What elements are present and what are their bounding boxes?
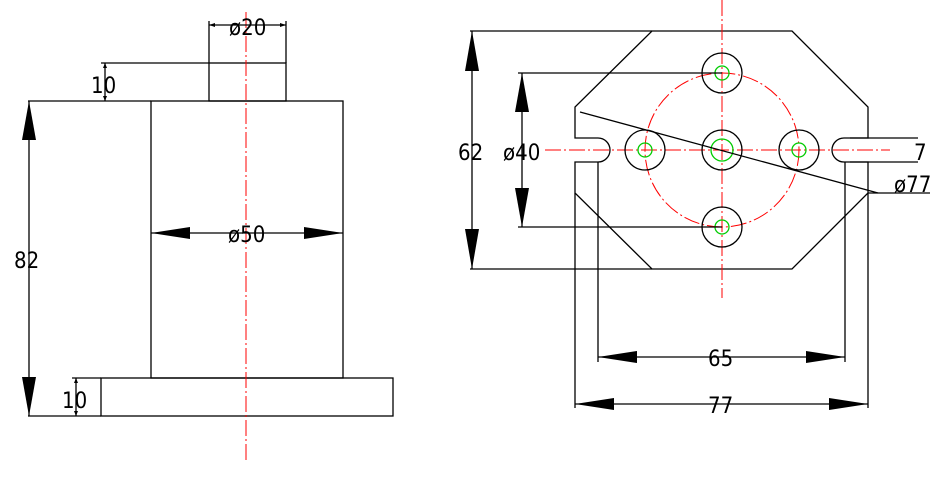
dim-body-diameter: ø50 <box>151 223 343 248</box>
top-view: 62 ø40 7 ø77 6 <box>458 0 931 419</box>
dim-diagonal: ø77 <box>579 111 931 198</box>
right-hole <box>791 142 807 158</box>
dim-bolt-circle: ø40 <box>503 72 722 228</box>
dim-slot-spacing: 65 <box>597 162 846 372</box>
left-hole <box>637 142 653 158</box>
dim-boss-diameter: ø20 <box>208 16 287 63</box>
dim-diagonal-label: ø77 <box>894 173 931 198</box>
dim-boss-height-label: 10 <box>91 74 116 99</box>
dim-base-height: 10 <box>62 377 101 416</box>
boss-outline <box>208 62 287 102</box>
dim-slot-spacing-label: 65 <box>708 347 733 372</box>
dim-slot-width-label: 7 <box>914 141 927 166</box>
dim-boss-diameter-label: ø20 <box>229 16 266 41</box>
dim-total-height: 82 <box>14 101 39 416</box>
center-hole <box>710 138 734 162</box>
dim-width: 77 <box>574 193 869 419</box>
dim-height-label: 62 <box>458 141 483 166</box>
base-plate-outline <box>100 377 394 417</box>
dim-total-height-label: 82 <box>14 249 39 274</box>
front-view: ø20 10 82 ø50 <box>14 12 394 460</box>
right-boss <box>778 129 820 171</box>
dim-bolt-circle-label: ø40 <box>503 141 540 166</box>
dim-boss-height: 10 <box>91 62 209 101</box>
plate-outline <box>574 30 869 270</box>
dim-height: 62 <box>458 30 652 270</box>
dim-body-diameter-label: ø50 <box>228 223 265 248</box>
dim-slot-width: 7 <box>850 137 927 166</box>
dim-width-label: 77 <box>708 394 733 419</box>
dim-base-height-label: 10 <box>62 389 87 414</box>
center-boss <box>701 129 743 171</box>
